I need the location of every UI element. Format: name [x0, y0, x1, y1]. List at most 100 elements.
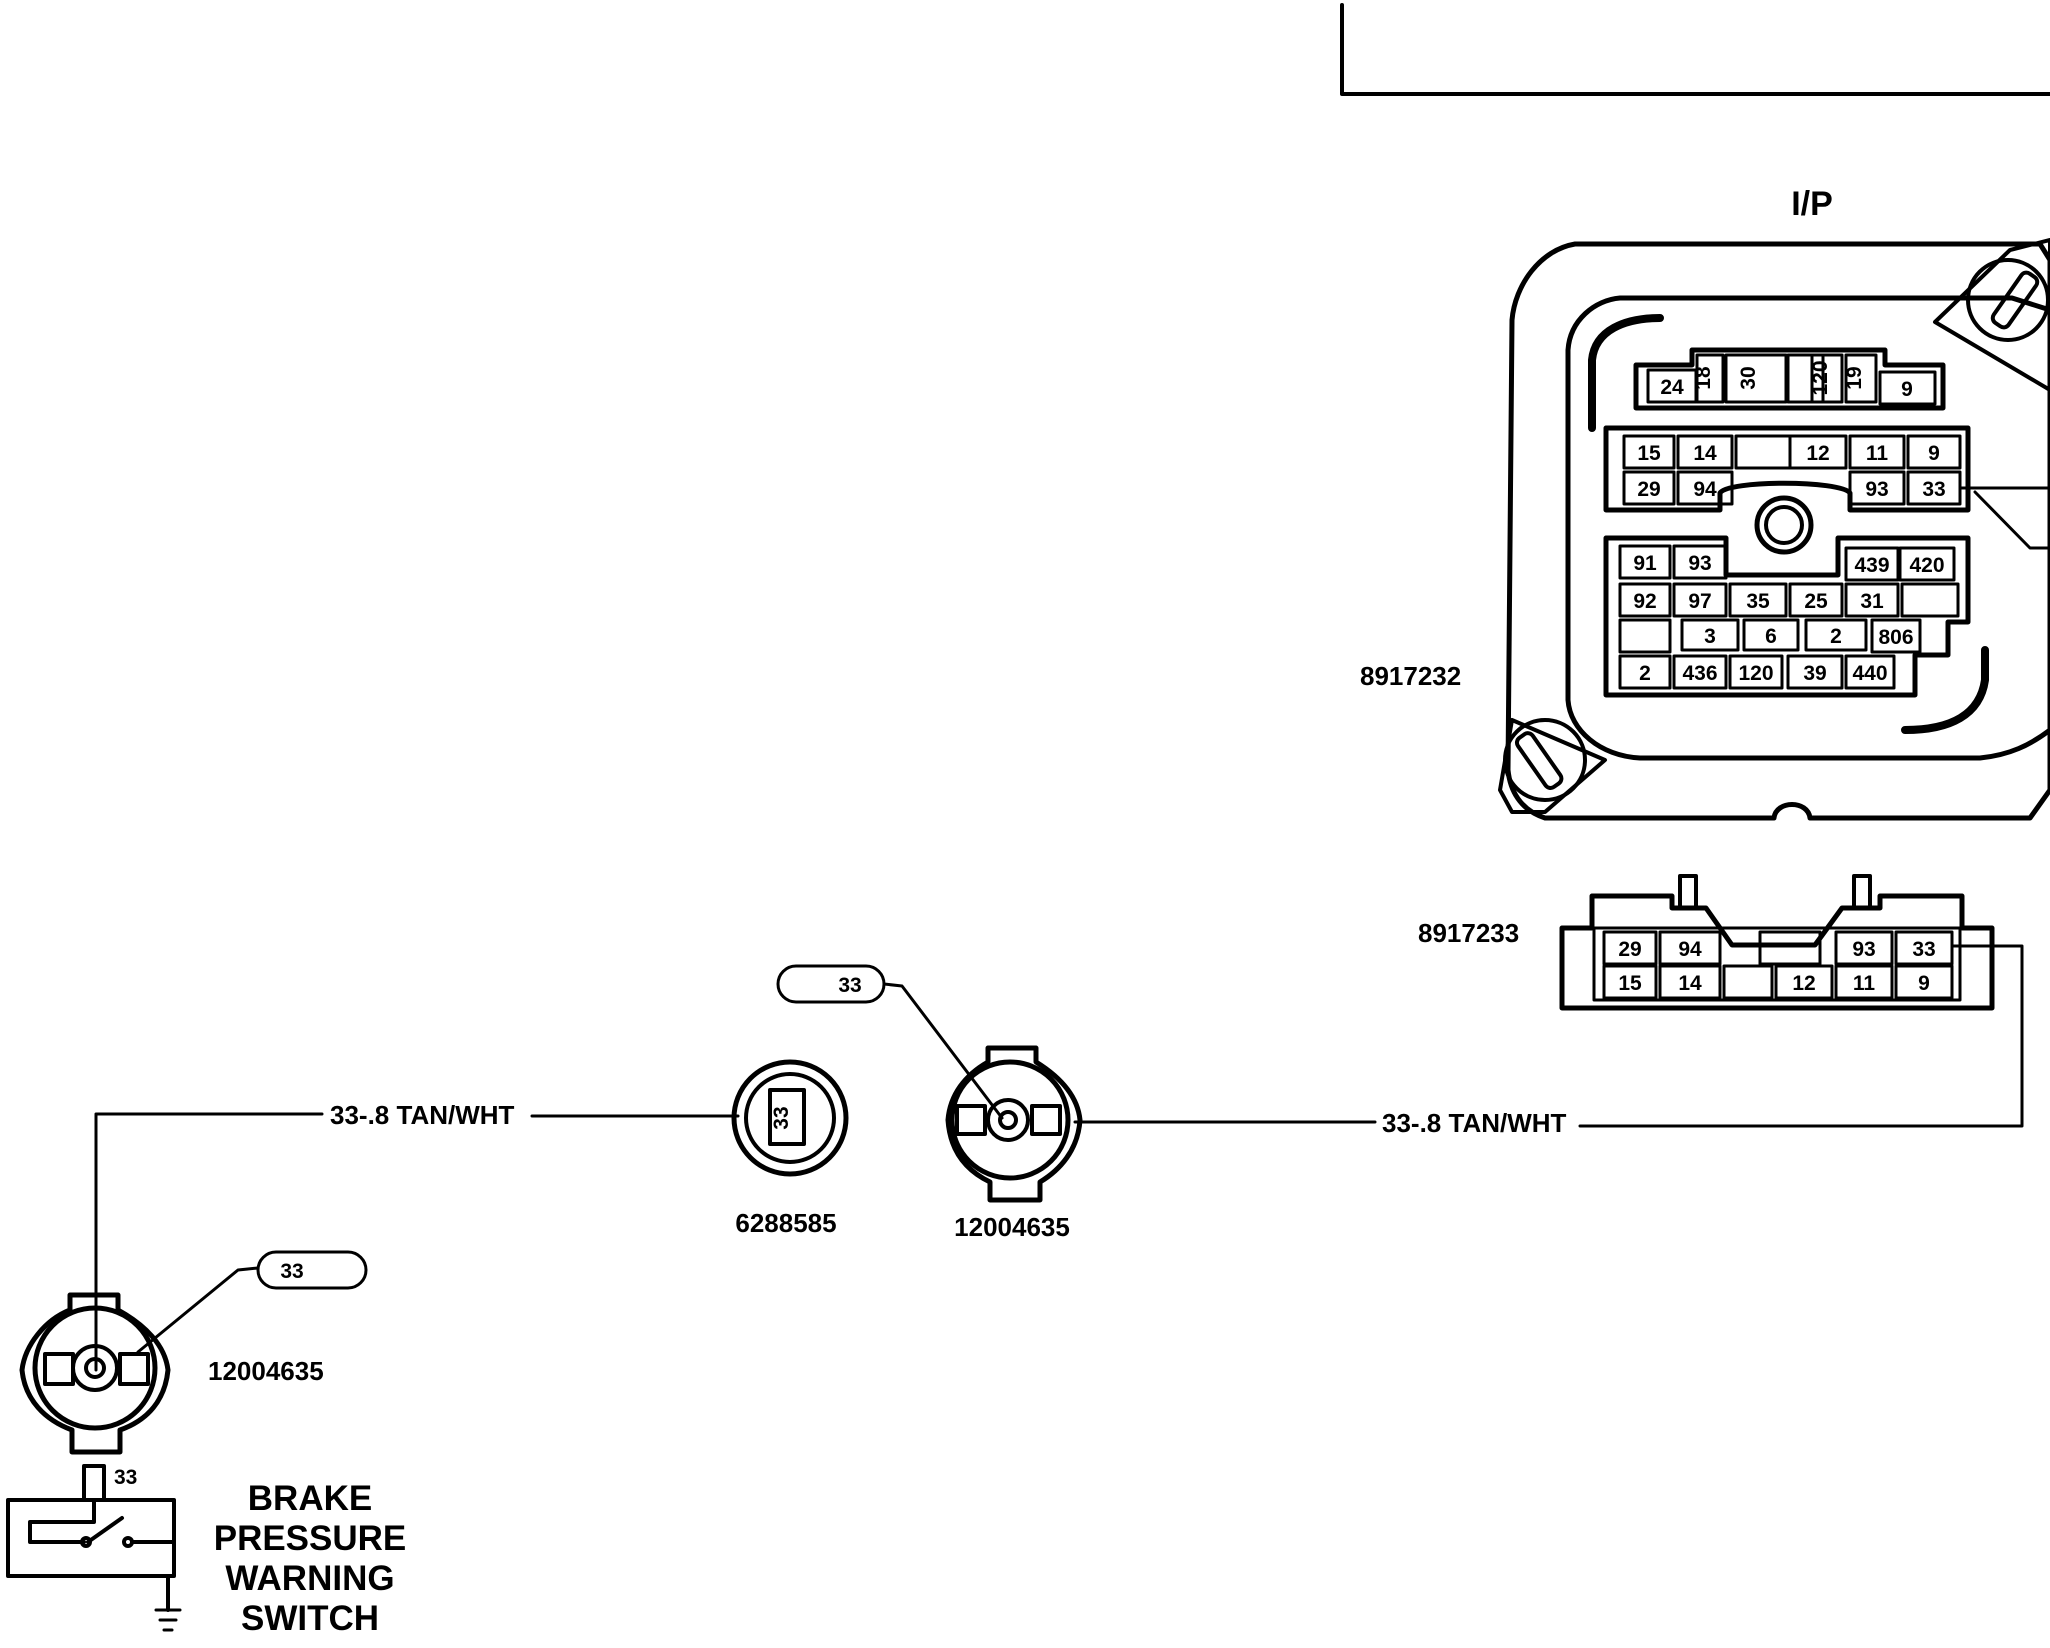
- inline-connector-small-pin: 33: [770, 1106, 793, 1129]
- brake-switch-title-line2: PRESSURE: [214, 1519, 407, 1558]
- ip-cavity: [1622, 470, 1676, 506]
- ip-pin-label: 35: [1746, 590, 1770, 613]
- ip-pin-label: 15: [1637, 442, 1661, 465]
- ip-cavity: [1680, 618, 1740, 652]
- ip-pin-label: 93: [1865, 478, 1888, 501]
- brake-switch-terminal-label: 33: [114, 1466, 137, 1489]
- ip-pin-label: 94: [1693, 478, 1717, 501]
- inline-connector-mid-ring: [949, 1059, 1071, 1181]
- mate-pin-label: 93: [1852, 938, 1875, 961]
- ip-pin-label: 120: [1738, 662, 1773, 685]
- ip-pin-label: 120: [1809, 360, 1832, 395]
- mating-connector-insert: [1592, 926, 1962, 1002]
- ip-pin-label: 12: [1806, 442, 1829, 465]
- brake-switch-body: [6, 1498, 176, 1578]
- mating-connector: 8917233 29 94 93 33 15 14 12 11: [1418, 874, 1995, 1011]
- inline-connector-mid-callout: 33: [838, 974, 861, 997]
- ip-lower-block-row4: 2 436 120 39 440: [1618, 654, 1896, 690]
- ip-pin-label: 2: [1639, 662, 1651, 685]
- wire-to-brake-switch: [94, 1112, 324, 1372]
- switch-connector: 12004635 33: [19, 1250, 368, 1455]
- ip-top-row: 24 18 30 120 19 9: [1646, 353, 1937, 406]
- ip-cavity: [1804, 618, 1868, 652]
- switch-connector-tab-right: [118, 1352, 150, 1386]
- mate-cavity: [1894, 964, 1954, 1000]
- switch-connector-callout: 33: [280, 1260, 303, 1283]
- mate-pin-label: 15: [1618, 972, 1642, 995]
- mating-connector-row2: 15 14 12 11 9: [1602, 964, 1954, 1000]
- ip-pin-label: 11: [1866, 442, 1889, 465]
- ip-cavity: [1672, 582, 1728, 618]
- wire-label-left: 33-.8 TAN/WHT: [330, 1100, 515, 1130]
- wire-label-right: 33-.8 TAN/WHT: [1382, 1108, 1567, 1138]
- mate-pin-label: 33: [1912, 938, 1935, 961]
- ip-pin-label: 439: [1854, 554, 1889, 577]
- ip-connector-part-number: 8917232: [1360, 661, 1461, 691]
- ip-cavity: [1734, 434, 1792, 470]
- switch-connector-part-number: 12004635: [208, 1356, 324, 1386]
- mate-cavity: [1774, 964, 1834, 1000]
- ip-pin-label: 14: [1693, 442, 1717, 465]
- mate-cavity: [1894, 930, 1954, 966]
- ip-middle-block-row1: 15 14 12 11 9: [1622, 434, 1962, 470]
- ip-pin-label: 2: [1830, 625, 1842, 648]
- mate-cavity: [1758, 930, 1822, 966]
- ip-cavity: [1848, 470, 1906, 506]
- switch-connector-leader: [136, 1266, 260, 1354]
- ip-pin-label: 30: [1737, 366, 1760, 389]
- ip-pin-label: 39: [1803, 662, 1826, 685]
- ip-cavity: [1724, 353, 1788, 404]
- ip-pin-label: 6: [1765, 625, 1777, 648]
- ip-cavity: [1618, 654, 1672, 690]
- ip-cavity: [1618, 582, 1672, 618]
- ip-pin-label: 29: [1637, 478, 1660, 501]
- ip-key-top-left: [1588, 314, 1664, 432]
- inline-connector-mid-callout-box: [776, 964, 886, 1004]
- ip-pin-label: 436: [1682, 662, 1717, 685]
- ip-connector: I/P 8917232 24 18 30 120: [1360, 185, 2050, 821]
- ip-pin-label: 97: [1688, 590, 1711, 613]
- inline-connector-small-cavity: [768, 1088, 806, 1146]
- ip-cavity: [1898, 546, 1956, 582]
- inline-connector-mid-part-number: 12004635: [954, 1212, 1070, 1242]
- brake-pressure-switch: 33 BRAKE PRESSURE WARNING SWITCH: [6, 1464, 407, 1638]
- mate-cavity: [1834, 964, 1894, 1000]
- mate-pin-label: 12: [1792, 972, 1815, 995]
- ip-cavity: [1742, 618, 1800, 652]
- ip-lower-block-row1: 91 93 439 420: [1618, 544, 1956, 582]
- ip-cavity: [1844, 582, 1900, 618]
- ip-cavity: [1844, 654, 1896, 690]
- brake-switch-contact-lead: [28, 1498, 96, 1544]
- ip-pin-label: 440: [1852, 662, 1887, 685]
- ip-latch-top-right-tab: [1990, 270, 2040, 330]
- ip-cavity: [1672, 654, 1728, 690]
- switch-connector-terminal-core: [84, 1357, 106, 1379]
- ip-middle-block-row2: 29 94 93 33: [1622, 470, 1962, 506]
- mate-cavity: [1602, 964, 1658, 1000]
- mate-cavity: [1658, 930, 1722, 966]
- brake-switch-terminal: [82, 1464, 106, 1502]
- mating-connector-post-left: [1678, 874, 1698, 910]
- ip-cavity: [1618, 618, 1672, 654]
- mating-connector-post-right: [1852, 874, 1872, 910]
- ip-lower-block-row3: 3 6 2 806: [1618, 618, 1922, 654]
- ip-cavity: [1848, 434, 1906, 470]
- ip-connector-inner-housing: [1565, 295, 2050, 761]
- ip-latch-bottom-left: [1498, 718, 1607, 814]
- ip-cavity: [1728, 582, 1788, 618]
- brake-switch-title-line3: WARNING: [225, 1559, 394, 1598]
- ip-cavity: [1906, 434, 1962, 470]
- ip-pin-label: 91: [1633, 552, 1657, 575]
- ip-pin-label: 92: [1633, 590, 1656, 613]
- ground-icon: [154, 1608, 182, 1632]
- inline-connector-mid-terminal-core: [998, 1110, 1018, 1130]
- inline-connector-mid-body: [945, 1045, 1083, 1203]
- ip-cavity: [1695, 353, 1725, 404]
- inline-connector-small: 33 6288585: [731, 1059, 849, 1238]
- switch-connector-body: [19, 1292, 171, 1455]
- mating-connector-housing: [1559, 893, 1995, 1011]
- inline-connector-mid-leader: [882, 982, 1004, 1120]
- inline-connector-small-part-number: 6288585: [735, 1208, 836, 1238]
- ip-cavity: [1870, 618, 1922, 654]
